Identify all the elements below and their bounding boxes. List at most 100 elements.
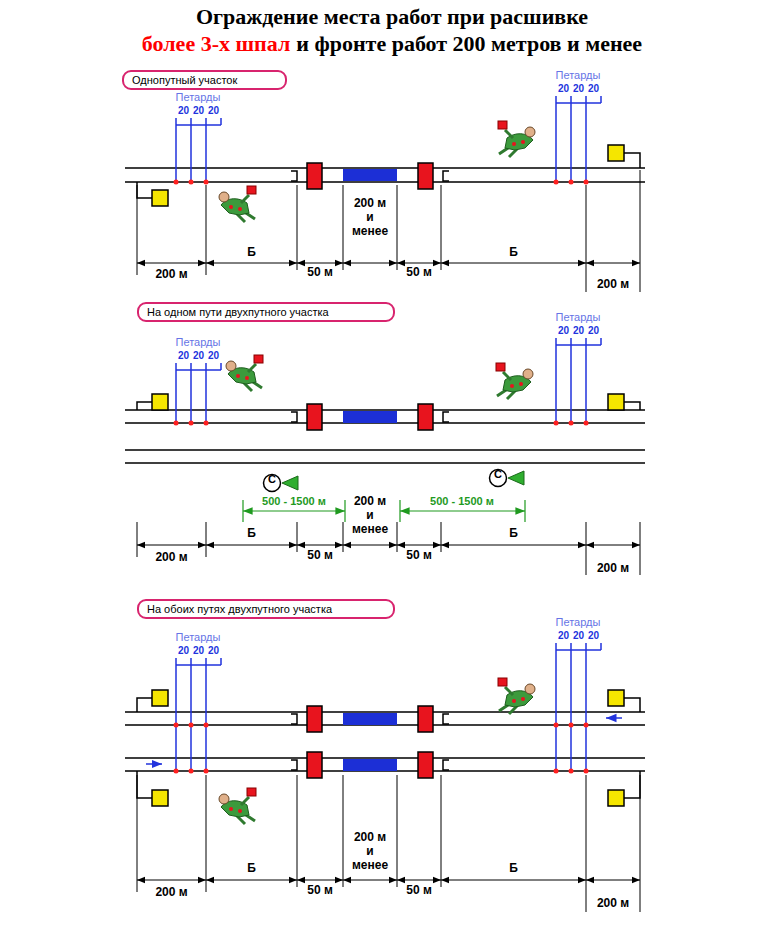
- rails: [137, 402, 640, 410]
- distance-number: 20: [178, 645, 189, 657]
- node-text: С: [262, 473, 282, 485]
- petard-dot: [584, 769, 589, 774]
- direction-arrow: [606, 717, 622, 719]
- petard-dot: [189, 723, 194, 728]
- petards: [176, 363, 221, 423]
- dimension-lines: [397, 880, 441, 881]
- petard-dot: [174, 769, 179, 774]
- dimension-label: 200 м: [597, 278, 629, 292]
- dimension-lines: [206, 880, 297, 881]
- dimension-label: Б: [247, 246, 256, 260]
- green-dimension: [400, 510, 525, 511]
- rails: [125, 153, 645, 198]
- distance-number: 20: [178, 105, 189, 117]
- whistle-distance-label: 500 - 1500 м: [262, 495, 326, 508]
- petard-dot: [584, 180, 589, 185]
- petard-dot: [569, 723, 574, 728]
- work-zone-label: 200 м и менее: [349, 196, 391, 238]
- petard-label: Петарды: [176, 91, 221, 104]
- diagram-title: Ограждение места работ при расшивке: [0, 4, 784, 30]
- distance-number: 20: [558, 630, 569, 642]
- dimension-lines: [137, 170, 640, 292]
- petard-dot: [174, 723, 589, 774]
- slow-signal: [608, 394, 624, 410]
- signalman: [226, 355, 263, 391]
- section-label-box: На обоих путях двухпутного участка: [137, 599, 395, 619]
- petard-label: Петарды: [176, 631, 221, 644]
- petard-dot: [569, 769, 574, 774]
- distance-number: 20: [573, 325, 584, 337]
- distance-number: 20: [558, 83, 569, 95]
- dimension-label: 50 м: [307, 266, 333, 280]
- stop-signal: [307, 706, 322, 732]
- section-both-tracks: [125, 643, 645, 912]
- distance-number: 20: [573, 630, 584, 642]
- whistle-sign-cone: [282, 476, 298, 490]
- signalman: [498, 678, 535, 714]
- petard-dot: [554, 723, 559, 728]
- petard-dot: [584, 421, 589, 426]
- dimension-lines: [397, 545, 441, 546]
- petard-dot: [584, 723, 589, 728]
- whistle-sign: С: [262, 473, 282, 493]
- distance-number: 20: [573, 83, 584, 95]
- petard-dot: [204, 180, 209, 185]
- rails: [137, 698, 640, 798]
- dimension-label: 50 м: [406, 266, 432, 280]
- dimension-lines: [297, 545, 343, 546]
- whistle-sign-cone: [282, 471, 524, 490]
- signalman: [496, 363, 533, 399]
- dimension-label: 200 м: [155, 551, 187, 565]
- distance-number: 20: [588, 325, 599, 337]
- petard-label: Петарды: [556, 616, 601, 629]
- section-label-box: На одном пути двухпутного участка: [137, 302, 395, 322]
- dimension-label: 50 м: [307, 884, 333, 898]
- petards: [176, 96, 601, 182]
- stop-signal: [418, 404, 433, 430]
- stop-signal: [307, 404, 322, 430]
- dimension-lines: [206, 545, 297, 546]
- dimension-lines: [137, 263, 206, 264]
- signalman: [498, 121, 535, 157]
- node-text: На одном пути двухпутного участка: [147, 306, 329, 318]
- dimension-lines: [586, 263, 640, 264]
- petard-label: Петарды: [556, 69, 601, 82]
- rails: [125, 402, 645, 463]
- title-text: и фронте работ 200 метров и менее: [296, 31, 642, 57]
- whistle-sign: С: [488, 468, 508, 488]
- distance-number: 20: [178, 350, 189, 362]
- rails: [125, 712, 645, 771]
- dimension-lines: [441, 880, 586, 881]
- distance-number: 20: [193, 645, 204, 657]
- direction-arrow: [146, 763, 162, 765]
- distance-number: 20: [208, 350, 219, 362]
- whistle-sign-cone: [508, 471, 524, 485]
- dimension-lines: [297, 263, 343, 264]
- rails: [125, 168, 645, 182]
- petards: [556, 338, 601, 423]
- petard-dot: [569, 180, 574, 185]
- distance-number: 20: [208, 645, 219, 657]
- dimension-lines: [137, 545, 206, 546]
- dimension-lines: [206, 263, 297, 264]
- slow-signal: [152, 190, 168, 206]
- whistle-distance-label: 500 - 1500 м: [430, 495, 494, 508]
- petard-dot: [189, 421, 194, 426]
- dimension-label: 200 м: [597, 562, 629, 576]
- work-zone: [343, 713, 397, 725]
- node-text: На обоих путях двухпутного участка: [147, 603, 332, 615]
- petard-dot: [174, 421, 589, 426]
- green-dimension: [243, 510, 345, 511]
- slow-signal: [152, 690, 168, 706]
- dimension-lines: [137, 170, 640, 292]
- dimension-lines: [586, 545, 640, 546]
- distance-number: 20: [588, 630, 599, 642]
- stop-signal: [418, 706, 433, 732]
- dimension-label: Б: [509, 246, 518, 260]
- petard-dot: [174, 723, 179, 728]
- petards: [176, 118, 221, 182]
- stop-signal: [307, 752, 322, 778]
- dimension-label: 200 м: [155, 268, 187, 282]
- rails: [137, 153, 640, 198]
- distance-number: 20: [208, 105, 219, 117]
